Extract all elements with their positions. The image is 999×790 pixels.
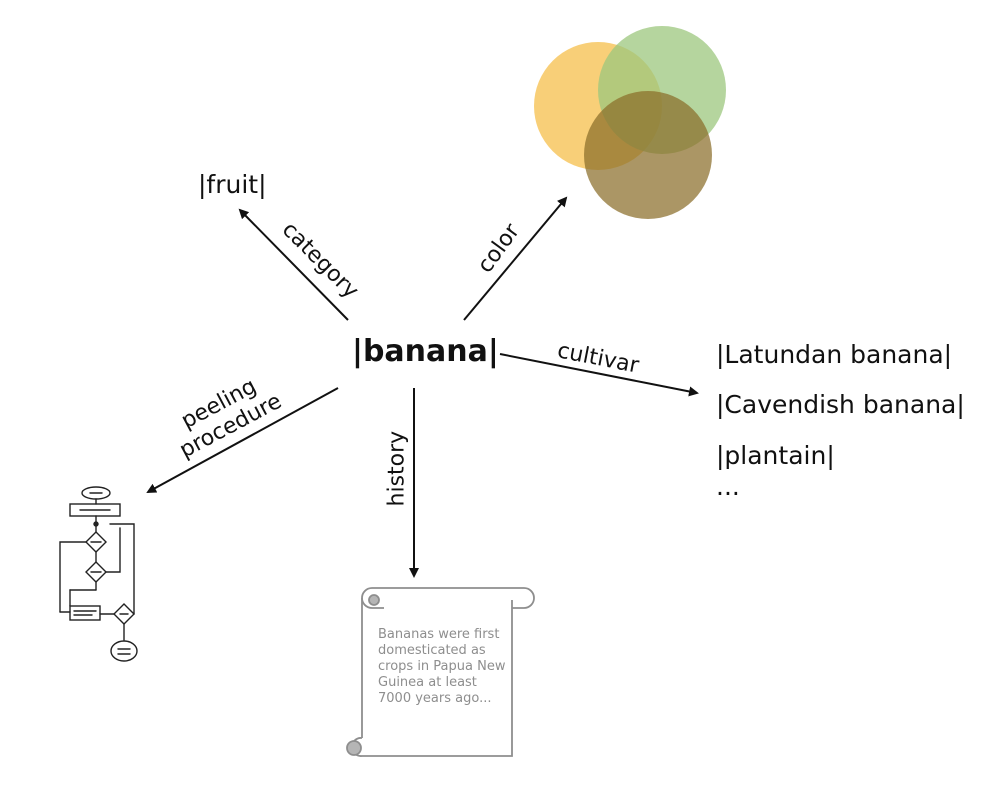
peeling-arrow	[146, 387, 339, 493]
more-cultivars-ellipsis: ...	[716, 472, 740, 501]
history-edge-label: history	[384, 430, 410, 507]
cultivar-plantain: |plantain|	[716, 441, 835, 470]
cultivar-arrow	[499, 353, 699, 397]
history-scroll-text: Bananas were first domesticated as crops…	[378, 627, 506, 706]
banana-node: |banana|	[352, 334, 499, 369]
cultivar-cavendish: |Cavendish banana|	[716, 390, 965, 419]
category-arrow	[238, 208, 349, 321]
brown-circle	[584, 91, 712, 219]
fruit-node: |fruit|	[198, 170, 267, 199]
cultivar-latundan: |Latundan banana|	[716, 340, 953, 369]
color-arrow	[463, 196, 568, 321]
